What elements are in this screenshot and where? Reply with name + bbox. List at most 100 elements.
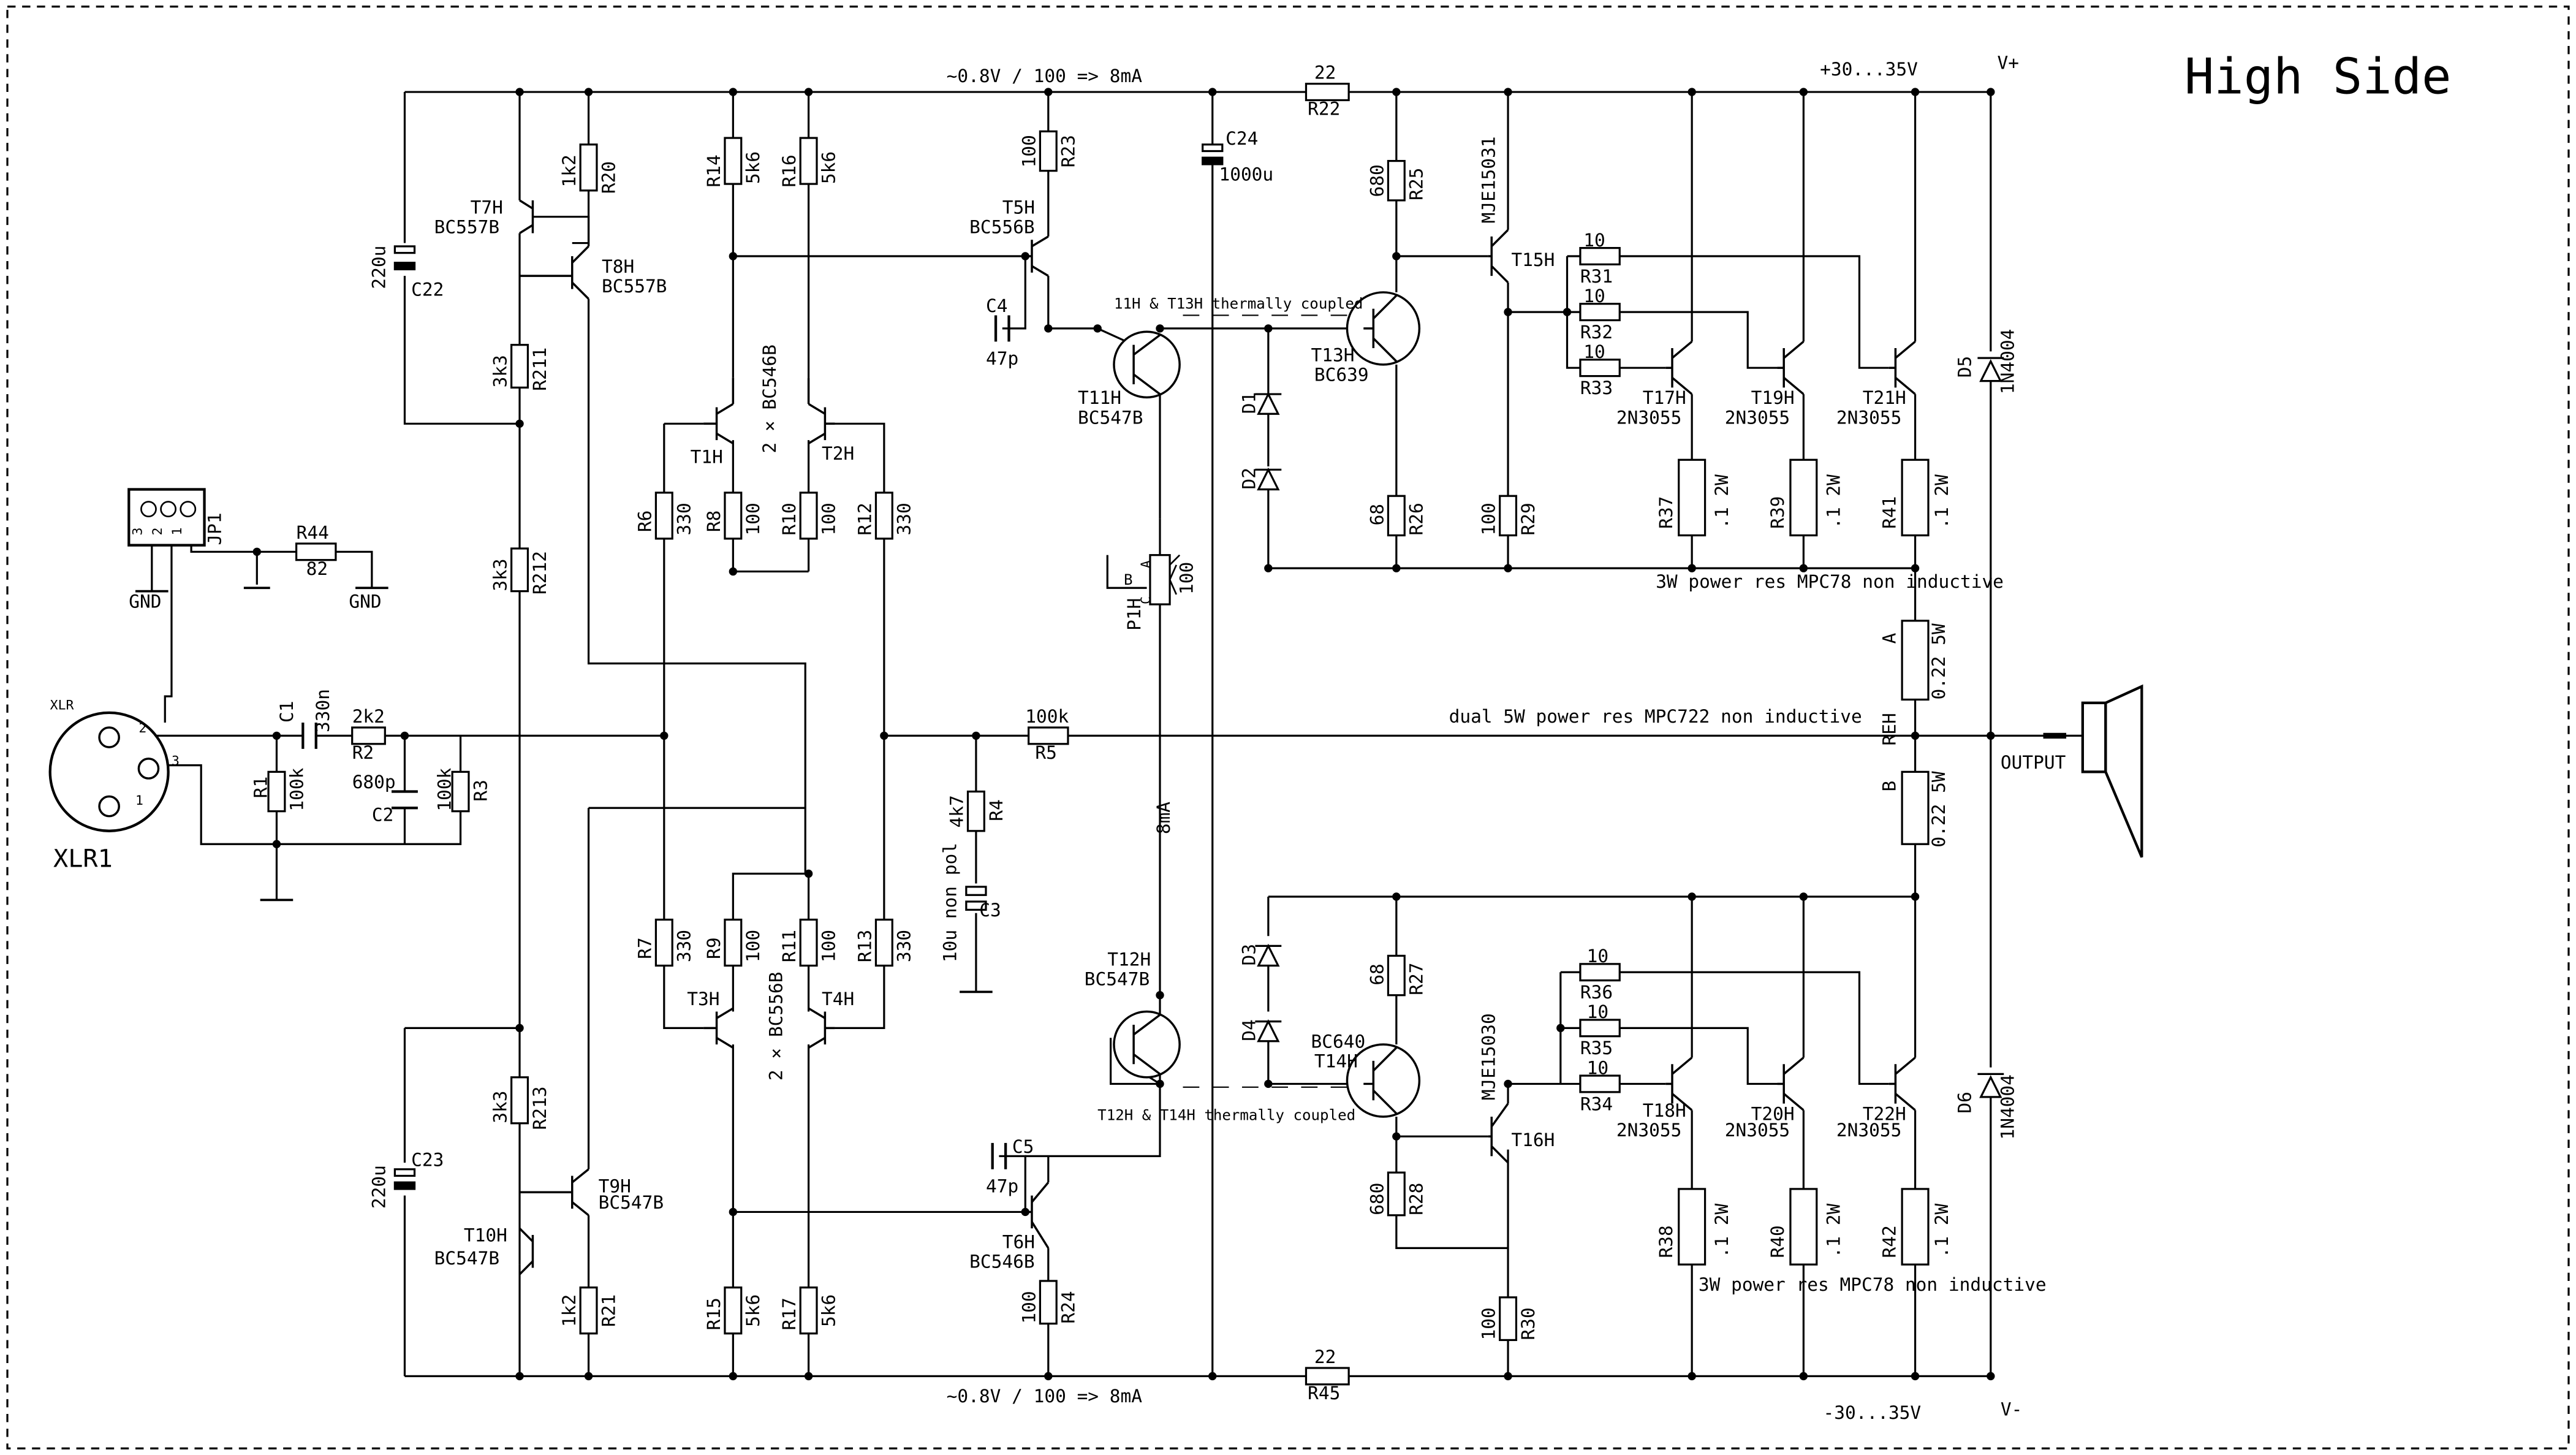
t16h-name: T16H — [1511, 1130, 1555, 1150]
xlr-pin2: 2 — [138, 721, 146, 736]
t19h-name: T19H — [1751, 387, 1795, 408]
dual-res-note: dual 5W power res MPC722 non inductive — [1449, 706, 1862, 727]
sheet-border — [6, 6, 2570, 1449]
r22-value: 22 — [1314, 63, 1336, 83]
t3h-name: T3H — [687, 989, 719, 1009]
t21h-type: 2N3055 — [1836, 407, 1901, 428]
c23-name: C23 — [411, 1149, 444, 1170]
r38-name: R38 — [1656, 1225, 1676, 1258]
c5-value: 47p — [986, 1176, 1018, 1196]
xlr-tag: XLR — [50, 698, 74, 713]
diff-bot-type: 2 × BC556B — [766, 972, 787, 1081]
power-res-note-bottom: 3W power res MPC78 non inductive — [1699, 1274, 2047, 1295]
t14h-type: BC640 — [1311, 1031, 1366, 1052]
output-label: OUTPUT — [2001, 752, 2066, 773]
d4-name: D4 — [1238, 1019, 1259, 1041]
r11-name: R11 — [779, 930, 800, 962]
r29-value: 100 — [1479, 503, 1499, 535]
r23-name: R23 — [1058, 135, 1079, 167]
t8h-type: BC557B — [602, 276, 667, 297]
diff-top-type: 2 × BC546B — [759, 344, 780, 453]
r41-value: .1 2W — [1931, 474, 1952, 529]
r9-name: R9 — [703, 937, 724, 959]
r17-name: R17 — [779, 1297, 800, 1330]
r13-name: R13 — [854, 930, 875, 962]
r42-value: .1 2W — [1931, 1203, 1952, 1258]
t17h-name: T17H — [1643, 387, 1686, 408]
r36-name: R36 — [1580, 982, 1613, 1003]
c24-name: C24 — [1225, 128, 1258, 149]
d2-name: D2 — [1238, 468, 1259, 489]
r2-name: R2 — [352, 742, 374, 763]
r30-value: 100 — [1479, 1307, 1499, 1340]
r27-name: R27 — [1406, 963, 1427, 995]
r10-name: R10 — [779, 503, 800, 535]
c22-name: C22 — [411, 279, 444, 300]
t10h-name: T10H — [464, 1225, 507, 1246]
xlr-pin1: 1 — [135, 793, 143, 808]
r15-name: R15 — [703, 1297, 724, 1330]
xlr-name: XLR1 — [53, 845, 113, 873]
c1-name: C1 — [276, 701, 297, 722]
jumper-jp1[interactable] — [127, 488, 206, 547]
t6h-type: BC546B — [969, 1252, 1034, 1272]
d6-type: 1N4004 — [1997, 1074, 2018, 1139]
r13-value: 330 — [894, 930, 915, 962]
c24-value: 1000u — [1219, 164, 1273, 185]
xlr-pin3: 3 — [172, 754, 180, 769]
r6-value: 330 — [674, 503, 695, 535]
r39-name: R39 — [1767, 496, 1788, 529]
c22-value: 220u — [368, 246, 389, 289]
thermal-note-top: 11H & T13H thermally coupled — [1114, 295, 1363, 313]
t9h-type: BC547B — [599, 1192, 664, 1213]
r35-name: R35 — [1580, 1038, 1613, 1058]
r4-value: 4k7 — [946, 795, 967, 827]
t7h-name: T7H — [471, 197, 503, 218]
t12h-type: BC547B — [1085, 969, 1150, 990]
pos-supply: +30...35V — [1820, 59, 1918, 80]
r38-value: .1 2W — [1711, 1203, 1732, 1258]
gnd-label-2: GND — [349, 591, 381, 612]
t5h-name: T5H — [1002, 197, 1035, 218]
r1-value: 100k — [286, 767, 307, 811]
r23-value: 100 — [1018, 135, 1039, 167]
r33-value: 10 — [1583, 341, 1605, 362]
t6h-name: T6H — [1002, 1231, 1035, 1252]
r33-name: R33 — [1580, 378, 1613, 398]
junctions — [252, 88, 1995, 1381]
r20-value: 1k2 — [559, 154, 580, 187]
diode-labels: D1 D2 D3 D4 D5 1N4004 D6 1N4004 — [1238, 329, 2018, 1140]
r17-value: 5k6 — [818, 1294, 839, 1327]
r32-value: 10 — [1583, 286, 1605, 306]
r6-name: R6 — [634, 511, 655, 532]
t4h-name: T4H — [822, 989, 854, 1009]
r26-value: 68 — [1366, 504, 1387, 525]
r39-value: .1 2W — [1823, 474, 1844, 529]
transistor-labels: T7H BC557B T8H BC557B T1H T2H T3H T4H T5… — [434, 136, 1906, 1272]
t17h-type: 2N3055 — [1616, 407, 1681, 428]
r16-value: 5k6 — [818, 151, 839, 184]
t12h-name: T12H — [1107, 949, 1151, 970]
t21h-name: T21H — [1863, 387, 1906, 408]
jp1-pin2: 2 — [150, 528, 165, 536]
res-b-value: 0.22 5W — [1928, 771, 1949, 847]
capacitor-labels: C1 330n 680p C2 C4 47p C5 47p 220u C22 2… — [276, 128, 1273, 1209]
t2h-name: T2H — [822, 443, 854, 464]
r12-name: R12 — [854, 503, 875, 535]
t7h-type: BC557B — [434, 216, 499, 237]
r35-value: 10 — [1587, 1001, 1608, 1022]
t22h-name: T22H — [1863, 1103, 1906, 1124]
xlr-connector[interactable] — [48, 711, 170, 832]
neg-supply: -30...35V — [1824, 1402, 1922, 1423]
r11-value: 100 — [818, 930, 839, 962]
r24-name: R24 — [1058, 1291, 1079, 1323]
t18h-type: 2N3055 — [1616, 1120, 1681, 1141]
t13h-name: T13H — [1311, 344, 1355, 365]
r44-value: 82 — [306, 558, 328, 579]
speaker-icon — [2081, 684, 2143, 858]
r40-value: .1 2W — [1823, 1203, 1844, 1258]
r211-value: 3k3 — [490, 355, 511, 387]
t15h-type: MJE15031 — [1479, 136, 1499, 223]
res-b-label: B — [1879, 781, 1900, 792]
